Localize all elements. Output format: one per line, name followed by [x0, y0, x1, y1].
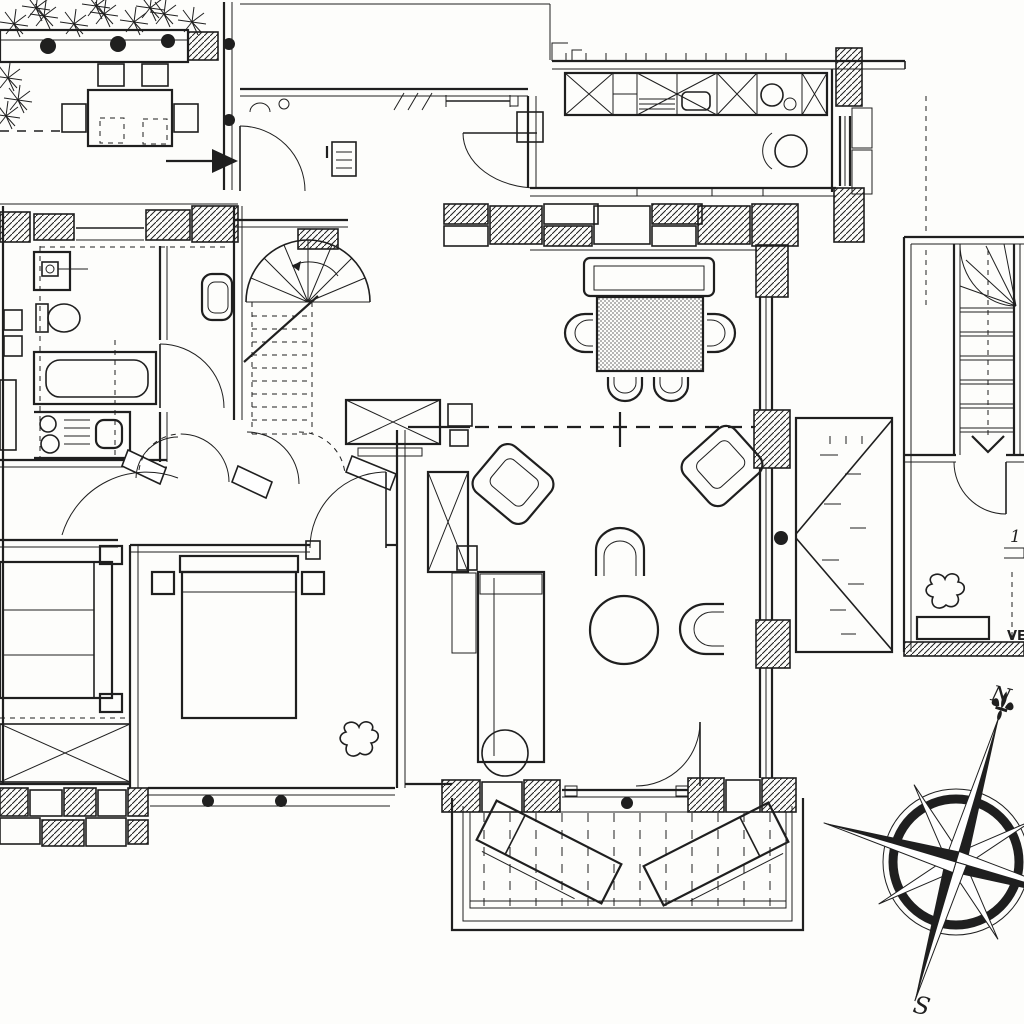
door-swing [180, 433, 230, 483]
veranda-label: VE [1007, 629, 1024, 644]
stone-wall-south [405, 777, 797, 813]
armchair [594, 526, 646, 576]
bathtub [32, 350, 158, 406]
compass-rose: N S [823, 681, 1024, 1021]
wall-post [223, 38, 235, 50]
sofa-daybed [476, 570, 546, 764]
coat-hook [278, 98, 290, 110]
sink [94, 418, 124, 450]
north-terrace [0, 0, 219, 148]
nightstand [150, 570, 176, 596]
coat-hook [249, 102, 271, 113]
dining-area [563, 256, 737, 403]
dining-chair [707, 312, 737, 354]
sun-lounger [475, 799, 623, 905]
terrace-table [86, 88, 174, 148]
armchair [680, 424, 764, 508]
living-room [451, 424, 764, 787]
dining-chair [563, 312, 593, 354]
door-swing [309, 471, 387, 549]
plant-pot [40, 38, 56, 54]
nightstand [300, 570, 326, 596]
dining-chair [606, 377, 644, 403]
shower-fixture [32, 250, 72, 292]
terrace-chair [61, 103, 87, 133]
stone-wall-north [443, 203, 799, 251]
corridor [200, 206, 243, 420]
interior-walls [0, 430, 406, 788]
round-table [588, 594, 660, 666]
terrace-chair [173, 103, 199, 133]
northwest-glass-wall [222, 2, 551, 192]
spiral-staircase [234, 218, 371, 435]
fleur-de-lis-icon [991, 691, 1014, 721]
wall-post [223, 114, 235, 126]
east-wall [753, 244, 791, 778]
straight-staircase [952, 243, 1021, 455]
stool [339, 721, 380, 757]
single-bed [0, 560, 114, 700]
hall-doors [61, 431, 398, 549]
wall-post [621, 797, 633, 809]
wall-shelf [331, 141, 357, 177]
armchair [678, 602, 724, 656]
south-terrace [450, 798, 805, 932]
kitchen-sink [681, 91, 711, 111]
deck-platform [0, 723, 131, 783]
cooktop-burner [783, 97, 797, 111]
wall-post [774, 531, 788, 545]
corridor-chair [200, 272, 234, 322]
bedroom [148, 554, 395, 807]
armchair [471, 442, 555, 526]
door-swing [159, 343, 225, 409]
desk [915, 615, 991, 641]
wall-post [275, 795, 287, 807]
door-swing [61, 471, 179, 536]
kitchen [530, 42, 906, 243]
door-swing [635, 721, 701, 787]
hall-wardrobe [344, 398, 473, 574]
annex: 1 VE [902, 96, 1024, 657]
sun-lounger [642, 801, 790, 907]
plant-pot [110, 36, 126, 52]
roof-bay [794, 416, 894, 654]
washbasin [40, 434, 60, 454]
dining-chair [652, 377, 690, 403]
wall-post [202, 795, 214, 807]
kitchen-counter [563, 71, 829, 117]
stone-wall-west [0, 203, 239, 248]
kitchen-chair [762, 132, 773, 170]
entry-hall [240, 87, 544, 189]
compass-main-points [823, 691, 1024, 1002]
plant-pot [161, 34, 175, 48]
door-swing [462, 132, 538, 189]
terrace-chair [97, 63, 125, 87]
side-table [456, 545, 478, 571]
door-swing [246, 431, 300, 485]
double-bed [180, 570, 298, 720]
kitchen-table [774, 134, 808, 168]
compass-south-label: S [911, 990, 933, 1021]
cooktop-burner [760, 83, 784, 107]
west-wall [0, 206, 23, 784]
stone-wall-southwest [0, 787, 149, 847]
single-bed-room [0, 544, 131, 786]
tall-cabinet [426, 470, 470, 574]
door-swing [239, 125, 306, 192]
plant-table [481, 729, 529, 777]
washbasin [39, 415, 57, 433]
terrace-chair [141, 63, 169, 87]
stair-direction-arrow [971, 435, 1005, 454]
chair [925, 573, 966, 609]
dining-table [595, 295, 705, 373]
door-swing [953, 461, 1007, 515]
room-divider [408, 412, 755, 447]
room-number-label: 1 [1010, 527, 1021, 547]
door-swing [135, 436, 179, 479]
vanity [34, 410, 132, 460]
